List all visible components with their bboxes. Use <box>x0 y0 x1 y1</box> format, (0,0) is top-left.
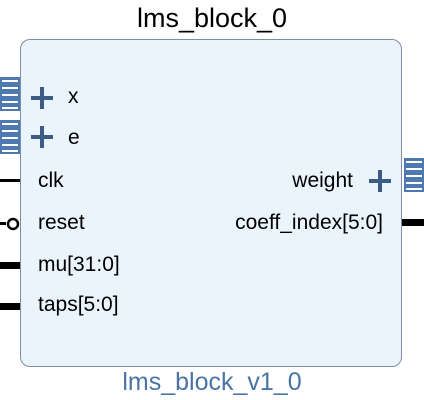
port-label-clk: clk <box>38 169 64 192</box>
invert-bubble-icon <box>6 217 20 231</box>
port-label-weight: weight <box>292 169 353 192</box>
block-instance-title: lms_block_0 <box>136 3 288 33</box>
port-wire-coeff-index[interactable] <box>402 219 424 226</box>
port-wire-mu[interactable] <box>0 262 20 269</box>
ip-block[interactable] <box>20 39 402 367</box>
port-wire-taps[interactable] <box>0 303 20 310</box>
plus-icon[interactable] <box>369 170 391 192</box>
interface-connector-icon-x[interactable] <box>0 77 22 111</box>
plus-icon[interactable] <box>31 126 53 148</box>
port-label-mu: mu[31:0] <box>38 253 120 276</box>
port-wire-clk[interactable] <box>0 179 20 182</box>
port-label-reset: reset <box>38 211 85 234</box>
plus-icon[interactable] <box>31 87 53 109</box>
port-label-x: x <box>68 85 79 108</box>
port-label-e: e <box>68 126 80 149</box>
block-module-name: lms_block_v1_0 <box>122 368 302 396</box>
interface-connector-icon-weight[interactable] <box>402 158 424 192</box>
port-label-taps: taps[5:0] <box>38 293 119 316</box>
port-wire-reset[interactable] <box>0 222 6 225</box>
interface-connector-icon-e[interactable] <box>0 120 22 154</box>
port-label-coeff-index: coeff_index[5:0] <box>235 211 383 234</box>
